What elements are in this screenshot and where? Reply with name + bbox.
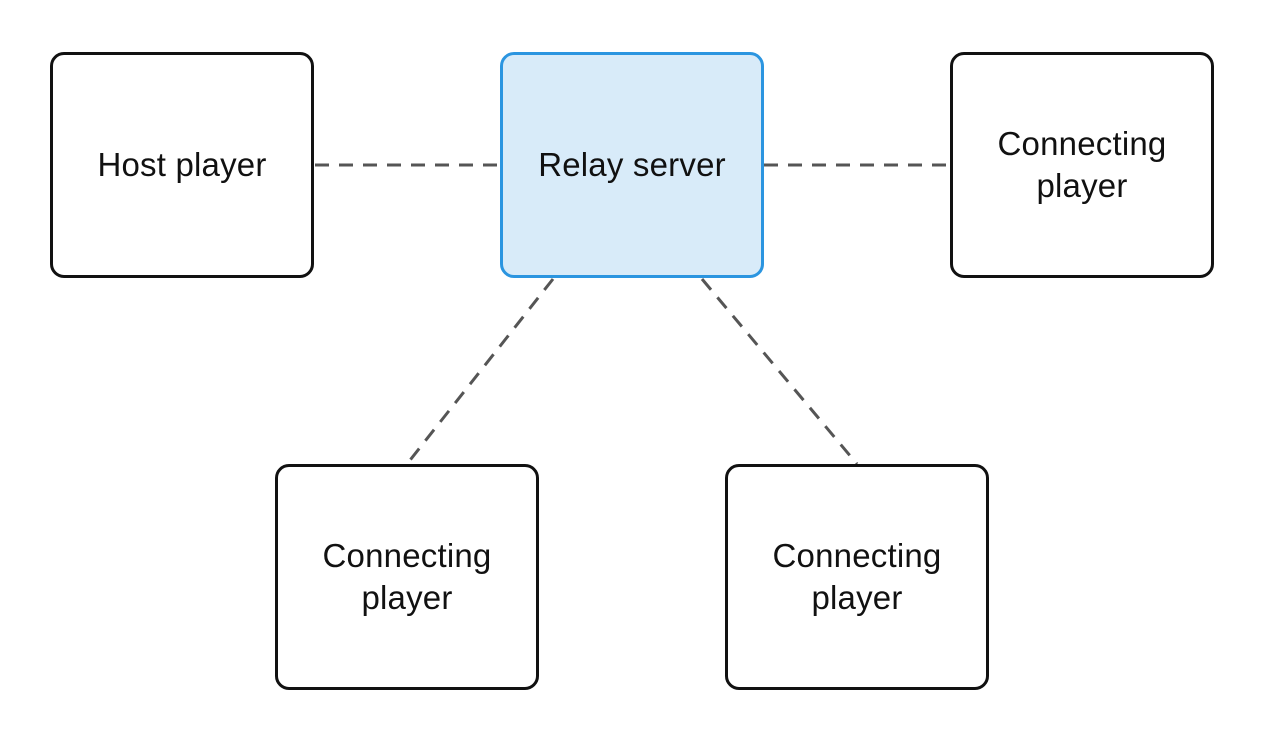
relay-server-label: Relay server [538, 146, 726, 183]
host-player-node: Host player [50, 52, 314, 278]
relay-server-node: Relay server [500, 52, 764, 278]
host-player-label: Host player [97, 146, 267, 183]
connecting-player-node-bottom-right: Connecting player [725, 464, 989, 690]
connector-relay-bottom-left [405, 278, 555, 465]
connecting-player-label-right: Connecting player [997, 125, 1167, 204]
connecting-player-label-bottom-left: Connecting player [322, 537, 492, 616]
connecting-player-node-right: Connecting player [950, 52, 1214, 278]
connecting-player-node-bottom-left: Connecting player [275, 464, 539, 690]
connector-relay-bottom-right [700, 278, 859, 465]
connecting-player-label-bottom-right: Connecting player [772, 537, 942, 616]
